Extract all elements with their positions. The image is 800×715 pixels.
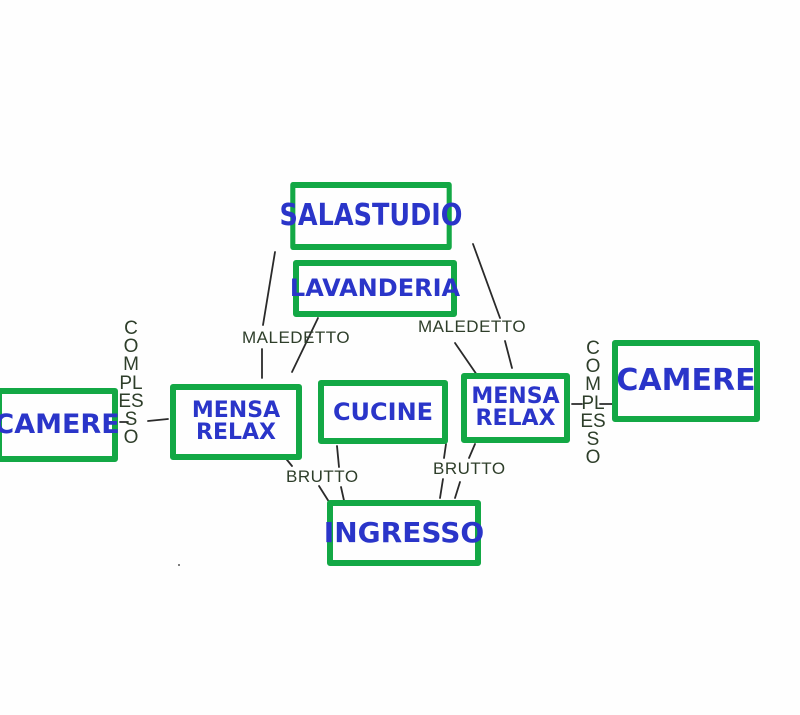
link-lavanderia-maledetto-left: [291, 317, 319, 373]
node-cucine: CUCINE: [318, 380, 448, 444]
node-label: LAVANDERIA: [289, 274, 461, 303]
link-salastudio-maledetto-left: [262, 251, 276, 326]
node-label: SALASTUDIO: [279, 197, 463, 233]
node-label: MENSA RELAX: [471, 383, 560, 431]
node-salastudio: SALASTUDIO: [280, 182, 462, 250]
node-label: CUCINE: [332, 397, 434, 426]
node-label: CAMERE: [616, 362, 756, 398]
node-mensa-relax-right: MENSA RELAX: [461, 373, 570, 443]
link-mensa-right-brutto: [468, 443, 476, 459]
link-maledetto-right-mensa-right-b: [454, 342, 478, 376]
node-ingresso: INGRESSO: [323, 500, 485, 566]
edge-label-complesso-left: COMPLESSO: [118, 318, 144, 449]
ink-speck: [178, 564, 180, 566]
node-mensa-relax-left: MENSA RELAX: [170, 384, 302, 460]
edge-label-complesso-right: COMPLESSO: [580, 338, 606, 469]
link-complesso-mensa-left: [147, 418, 169, 422]
link-cucine-brutto-right: [443, 443, 447, 459]
link-salastudio-maledetto-right: [472, 243, 501, 319]
edge-label-brutto-left: BRUTTO: [286, 467, 359, 486]
link-brutto-right-ingresso-b: [454, 481, 461, 499]
node-label: INGRESSO: [323, 515, 485, 549]
link-brutto-right-ingresso: [439, 478, 444, 499]
edge-label-maledetto-right: MALEDETTO: [418, 317, 527, 336]
node-camere-right: CAMERE: [612, 340, 760, 422]
node-label: CAMERE: [0, 409, 120, 441]
edge-label-brutto-right: BRUTTO: [433, 459, 506, 478]
node-camere-left: CAMERE: [0, 388, 120, 462]
link-maledetto-right-mensa-right: [504, 340, 513, 369]
edge-label-maledetto-left: MALEDETTO: [242, 328, 351, 347]
node-lavanderia: LAVANDERIA: [289, 260, 461, 317]
node-label: MENSA RELAX: [191, 397, 281, 445]
link-cucine-brutto-left: [336, 445, 340, 468]
